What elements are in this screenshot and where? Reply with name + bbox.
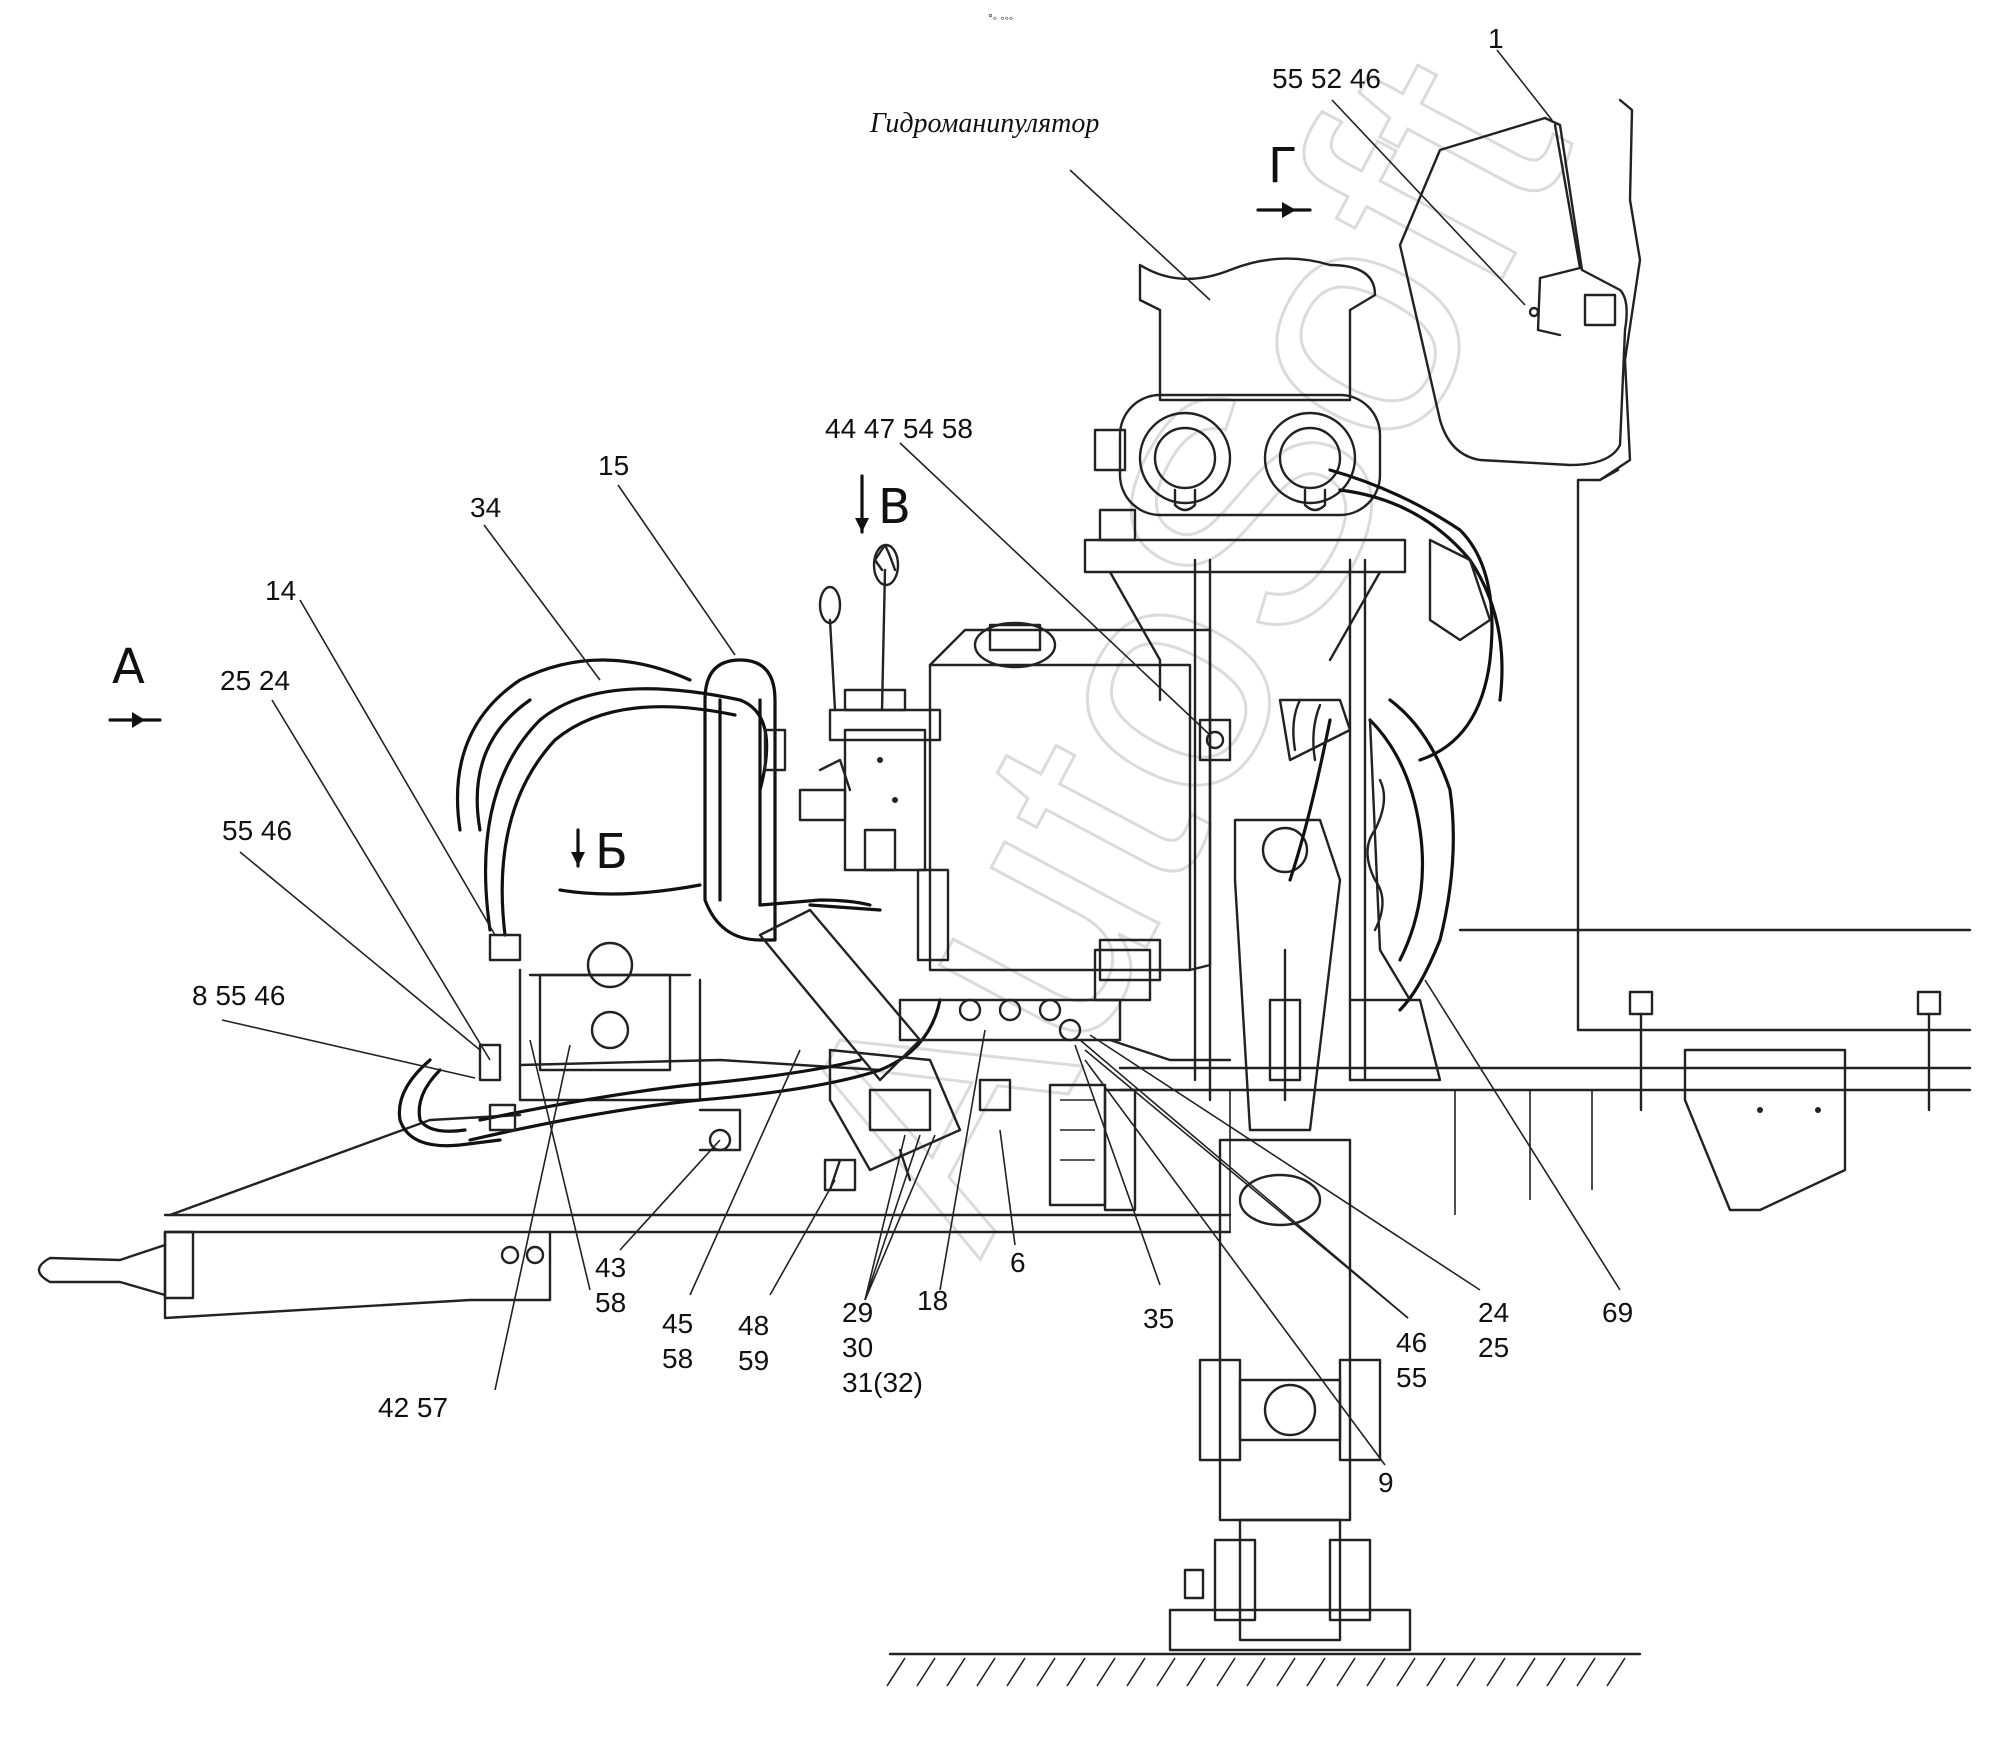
- watermark: AutoSoft: [714, 0, 1638, 1294]
- hydraulic-tank: [916, 621, 1232, 1002]
- title-leader: [1069, 169, 1211, 301]
- watermark-text: AutoSoft: [716, 1, 1637, 1293]
- label-59: 59: [738, 1345, 769, 1376]
- label-58a: 58: [595, 1287, 626, 1318]
- hose-bundle-right: [1278, 468, 1504, 1012]
- label-55: 55: [1396, 1362, 1427, 1393]
- label-69: 69: [1602, 1297, 1633, 1328]
- label-35: 35: [1143, 1303, 1174, 1334]
- manipulator-column: [1083, 508, 1442, 1652]
- label-29: 29: [842, 1297, 873, 1328]
- label-14: 14: [265, 575, 296, 606]
- top-mark: °◦ ◦◦◦: [988, 11, 1013, 25]
- label-31-32: 31(32): [842, 1367, 923, 1398]
- label-58b: 58: [662, 1343, 693, 1374]
- label-55-46: 55 46: [222, 815, 292, 846]
- label-55-52-46: 55 52 46: [1272, 63, 1381, 94]
- view-g-letter: Г: [1268, 138, 1297, 194]
- control-valve: [798, 543, 942, 872]
- view-marker-b: Б: [571, 824, 628, 880]
- label-45: 45: [662, 1308, 693, 1339]
- label-30: 30: [842, 1332, 873, 1363]
- label-42-57: 42 57: [378, 1392, 448, 1423]
- label-25: 25: [1478, 1332, 1509, 1363]
- ground-line: [886, 1652, 1642, 1687]
- hose-loops-left: [455, 658, 882, 962]
- callout-labels: 1 55 52 46 44 47 54 58 15 34 14 25 24 55…: [192, 23, 1633, 1498]
- diagram-title: Гидроманипулятор: [869, 108, 1099, 139]
- manipulator-head: [1093, 257, 1382, 517]
- label-18: 18: [917, 1285, 948, 1316]
- leader-lines: [221, 49, 1621, 1466]
- label-6: 6: [1010, 1247, 1026, 1278]
- label-8-55-46: 8 55 46: [192, 980, 285, 1011]
- view-b-letter: Б: [595, 824, 628, 880]
- label-1: 1: [1488, 23, 1504, 54]
- label-9: 9: [1378, 1467, 1394, 1498]
- label-15: 15: [598, 450, 629, 481]
- view-marker-a: А: [108, 639, 162, 728]
- label-25-24: 25 24: [220, 665, 290, 696]
- view-a-letter: А: [112, 639, 145, 695]
- label-34: 34: [470, 492, 501, 523]
- cab-panel: [1398, 98, 1642, 482]
- label-46: 46: [1396, 1327, 1427, 1358]
- label-48: 48: [738, 1310, 769, 1341]
- view-marker-g: Г: [1256, 138, 1312, 218]
- label-24: 24: [1478, 1297, 1509, 1328]
- label-43: 43: [595, 1252, 626, 1283]
- view-marker-v: В: [855, 474, 911, 535]
- label-44-47-54-58: 44 47 54 58: [825, 413, 973, 444]
- view-v-letter: В: [878, 479, 911, 535]
